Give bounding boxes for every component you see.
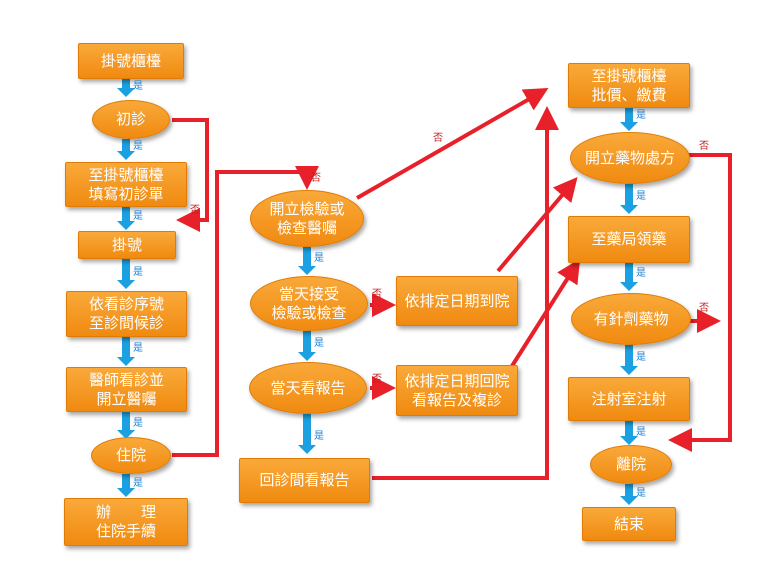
yes-label: 是 <box>314 338 324 349</box>
yes-label: 是 <box>314 431 324 442</box>
yes-label: 是 <box>636 110 646 121</box>
yes-label: 是 <box>133 343 143 354</box>
yes-arrow <box>620 421 638 445</box>
node-same-day-test: 當天接受 檢驗或檢查 <box>250 276 368 331</box>
yes-label: 是 <box>133 478 143 489</box>
node-doctor-orders: 醫師看診並 開立醫囑 <box>66 367 187 412</box>
no-line <box>356 88 549 200</box>
node-injection-drug: 有針劑藥物 <box>571 293 691 345</box>
yes-label: 是 <box>636 191 646 202</box>
yes-label: 是 <box>636 268 646 279</box>
yes-arrow <box>298 414 316 454</box>
yes-arrow <box>117 207 135 230</box>
node-return-for-report: 回診間看報告 <box>239 458 370 503</box>
node-end: 結束 <box>582 507 676 541</box>
no-label: 否 <box>433 133 443 144</box>
node-admission-procedure: 辦 理 住院手續 <box>64 498 188 546</box>
node-prescription: 開立藥物處方 <box>570 132 690 184</box>
no-label: 否 <box>372 289 382 300</box>
no-line <box>372 106 559 480</box>
no-label: 否 <box>699 303 709 314</box>
node-billing-payment: 至掛號櫃檯 批價、繳費 <box>568 63 690 108</box>
yes-arrow <box>117 474 135 497</box>
yes-arrow <box>620 263 638 291</box>
no-label: 否 <box>190 205 200 216</box>
yes-label: 是 <box>314 253 324 264</box>
yes-arrow <box>117 79 135 97</box>
node-scheduled-visit: 依排定日期到院 <box>396 276 518 326</box>
yes-label: 是 <box>133 267 143 278</box>
yes-label: 是 <box>636 488 646 499</box>
node-fill-first-visit-form: 至掛號櫃檯 填寫初診單 <box>65 162 187 207</box>
yes-label: 是 <box>133 418 143 429</box>
node-wait-consultation: 依看診序號 至診間候診 <box>66 291 187 337</box>
yes-label: 是 <box>133 81 143 92</box>
yes-arrow <box>620 108 638 131</box>
no-label: 否 <box>372 374 382 385</box>
yes-arrow <box>298 247 316 275</box>
no-label: 否 <box>699 141 709 152</box>
yes-arrow <box>620 345 638 375</box>
yes-label: 是 <box>636 352 646 363</box>
node-order-tests: 開立檢驗或 檢查醫囑 <box>250 190 364 247</box>
yes-label: 是 <box>636 427 646 438</box>
yes-arrow <box>117 259 135 289</box>
yes-arrow <box>620 184 638 214</box>
yes-label: 是 <box>133 141 143 152</box>
yes-arrow <box>117 412 135 439</box>
node-scheduled-report-followup: 依排定日期回院 看報告及複診 <box>396 365 518 416</box>
no-line <box>172 166 319 457</box>
no-line <box>172 118 209 232</box>
no-label: 否 <box>311 173 321 184</box>
yes-arrow <box>298 331 316 361</box>
node-hospitalization: 住院 <box>91 437 171 474</box>
yes-arrow <box>117 337 135 366</box>
no-line <box>668 153 732 452</box>
yes-arrow <box>620 484 638 505</box>
yes-label: 是 <box>133 211 143 222</box>
node-first-visit: 初診 <box>92 100 170 139</box>
node-registration-counter: 掛號櫃檯 <box>78 43 184 79</box>
no-line <box>496 176 578 273</box>
node-injection-room: 注射室注射 <box>568 377 690 421</box>
node-register: 掛號 <box>78 231 176 259</box>
node-pharmacy: 至藥局領藥 <box>568 216 690 263</box>
node-leave-hospital: 離院 <box>590 445 672 484</box>
node-same-day-report: 當天看報告 <box>249 362 367 414</box>
yes-arrow <box>117 139 135 160</box>
